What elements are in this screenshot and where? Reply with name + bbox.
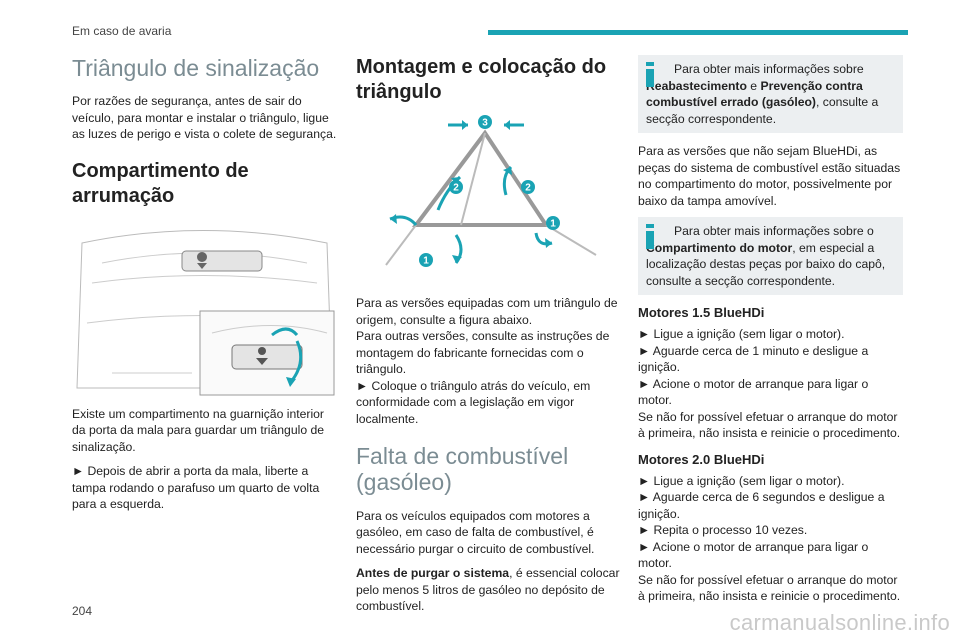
storage-paragraph-2: ► Depois de abrir a porta da mala, liber… [72, 464, 320, 512]
eng20-step-4: ► Acione o motor de arranque para ligar … [638, 539, 869, 571]
info-box-engine-compartment: Para obter mais informações sobre o Comp… [638, 217, 903, 295]
page-number: 204 [72, 604, 93, 618]
info-icon [646, 224, 654, 250]
title-engine-20: Motores 2.0 BlueHDi [638, 451, 765, 467]
info1-and: e [746, 78, 761, 93]
step-badge-1-right-label: 1 [550, 219, 556, 230]
storage-paragraph-1: Existe um compartimento na guarnição int… [72, 406, 325, 454]
triangle-assembly-illustration: 3 2 2 1 1 [385, 115, 597, 267]
title-warning-triangle: Triângulo de sinalização [72, 55, 320, 81]
info2-text-c: , em especial a localização destas peças… [646, 240, 886, 288]
step-badge-2-right: 2 [521, 180, 535, 194]
section-header: Em caso de avaria [72, 24, 172, 38]
eng15-step-2: ► Aguarde cerca de 1 minuto e desligue a… [638, 343, 869, 375]
step-badge-3-label: 3 [482, 118, 488, 129]
info1-bold-refuelling: Reabastecimento [646, 78, 747, 93]
column-left: Triângulo de sinalização Por razões de s… [72, 55, 337, 521]
info2-text-a: Para obter mais informações sobre o [674, 224, 874, 238]
step-badge-2-left-label: 2 [453, 183, 459, 194]
assembly-paragraph-1: Para as versões equipadas com um triângu… [356, 296, 618, 327]
assembly-paragraph-3: ► Coloque o triângulo atrás do veículo, … [356, 378, 591, 426]
eng20-step-1: ► Ligue a ignição (sem ligar o motor). [638, 473, 845, 488]
step-badge-1-left-label: 1 [423, 256, 429, 267]
title-fuel-shortage: Falta de combustível (gasóleo) [356, 443, 569, 496]
boot-storage-illustration [72, 222, 337, 398]
watermark[interactable]: carmanualsonline.info [729, 610, 950, 635]
step-badge-1-left: 1 [419, 253, 433, 267]
eng15-note: Se não for possível efetuar o arranque d… [638, 409, 901, 441]
fuel-paragraph-2: Antes de purgar o sistema, é essencial c… [356, 565, 621, 615]
info1-bold-misfuel: Prevenção contra combustível errado (gas… [646, 78, 863, 110]
intro-paragraph: Por razões de segurança, antes de sair d… [72, 94, 337, 142]
column-right: Para obter mais informações sobre Reabas… [638, 55, 903, 613]
step-badge-2-left: 2 [449, 180, 463, 194]
eng15-step-3: ► Acione o motor de arranque para ligar … [638, 376, 869, 408]
step-badge-1-right: 1 [546, 216, 560, 230]
title-engine-15: Motores 1.5 BlueHDi [638, 305, 765, 320]
info2-bold-engine: Compartimento do motor [646, 240, 793, 255]
info1-text-c: , consulte a secção correspondente. [646, 95, 879, 126]
eng20-step-2: ► Aguarde cerca de 6 segundos e desligue… [638, 490, 885, 521]
step-badge-3: 3 [478, 115, 492, 129]
eng20-step-3: ► Repita o processo 10 vezes. [638, 523, 808, 537]
versions-paragraph: Para as versões que não sejam BlueHDi, a… [638, 144, 901, 208]
eng15-step-1: ► Ligue a ignição (sem ligar o motor). [638, 327, 845, 341]
info-box-refuelling: Para obter mais informações sobre Reabas… [638, 55, 903, 133]
header-accent-bar [488, 30, 908, 35]
step-badge-2-right-label: 2 [525, 183, 531, 194]
title-assembly: Montagem e colocação do triângulo [356, 56, 607, 103]
fuel-paragraph-2-bold: Antes de purgar o sistema [356, 566, 510, 581]
fuel-paragraph-1: Para os veículos equipados com motores a… [356, 508, 595, 556]
eng20-note: Se não for possível efetuar o arranque d… [638, 572, 901, 604]
assembly-paragraph-2: Para outras versões, consulte as instruç… [356, 329, 610, 376]
info1-text-a: Para obter mais informações sobre [674, 62, 864, 76]
column-middle: Montagem e colocação do triângulo 3 2 2 … [356, 55, 621, 623]
title-storage: Compartimento de arrumação [72, 159, 249, 207]
info-icon [646, 62, 654, 88]
fuel-paragraph-2-rest: , é essencial colocar pelo menos 5 litro… [356, 566, 620, 614]
